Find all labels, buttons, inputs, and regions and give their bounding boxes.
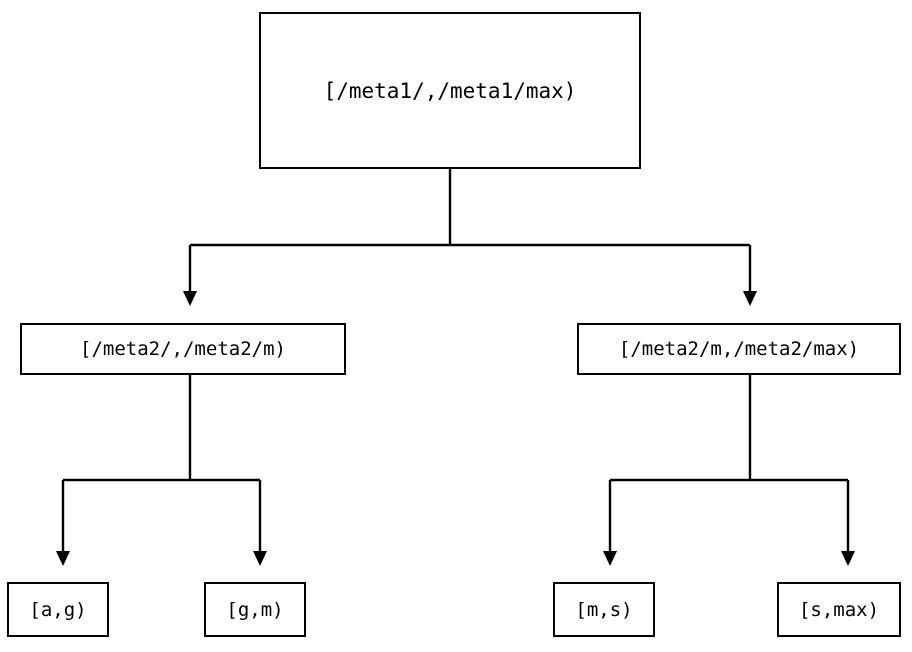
node-mid-left[interactable]: [/meta2/,/meta2/m): [20, 323, 346, 375]
arrowhead-midright-to-leaf4: [841, 551, 855, 566]
arrowhead-midright-to-leaf3: [603, 551, 617, 566]
arrowhead-root-to-mid-left: [183, 291, 197, 306]
node-leaf-m-s[interactable]: [m,s): [553, 582, 655, 637]
arrowhead-root-to-mid-right: [743, 291, 757, 306]
node-mid-right[interactable]: [/meta2/m,/meta2/max): [577, 323, 901, 375]
node-leaf-a-g[interactable]: [a,g): [7, 582, 109, 637]
arrowhead-midleft-to-leaf1: [56, 551, 70, 566]
arrowhead-midleft-to-leaf2: [253, 551, 267, 566]
node-root[interactable]: [/meta1/,/meta1/max): [259, 12, 641, 169]
node-leaf-s-max[interactable]: [s,max): [777, 582, 901, 637]
node-leaf-g-m[interactable]: [g,m): [204, 582, 306, 637]
